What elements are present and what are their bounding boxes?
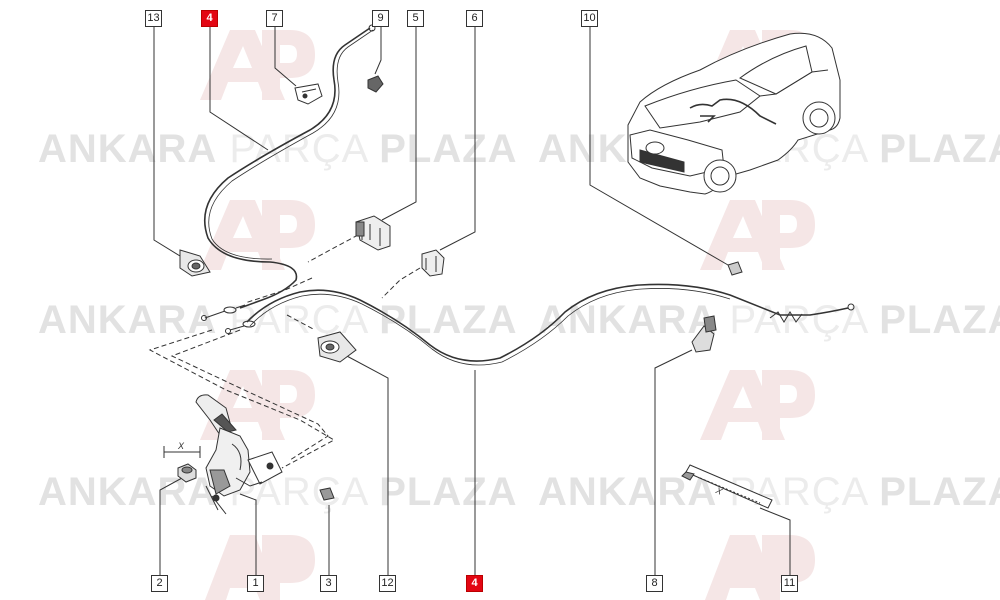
clip-10-icon: [727, 261, 743, 276]
clip-6-icon: [421, 249, 445, 277]
callout-11[interactable]: 11: [781, 575, 798, 592]
cable-upper: [204, 27, 371, 309]
callout-13[interactable]: 13: [145, 10, 162, 27]
watermark-text: ANKARA PARÇA PLAZA: [38, 470, 518, 514]
cable-tie-11-icon: [681, 464, 773, 509]
watermark-text: ANKARA PARÇA PLAZA: [538, 298, 1000, 342]
callout-8[interactable]: 8: [646, 575, 663, 592]
clip-3-icon: [319, 487, 335, 501]
car-illustration-icon: [627, 32, 841, 195]
callout-12[interactable]: 12: [379, 575, 396, 592]
callout-1[interactable]: 1: [247, 575, 264, 592]
callout-6[interactable]: 6: [466, 10, 483, 27]
dimension-label-x: X: [178, 441, 185, 451]
cable-upper-sheath: [208, 29, 374, 260]
assembly-dash-lines: [148, 234, 421, 469]
callout-7[interactable]: 7: [266, 10, 283, 27]
callout-10[interactable]: 10: [581, 10, 598, 27]
dimension-arrow: [163, 446, 201, 458]
callout-4-bottom[interactable]: 4: [466, 575, 483, 592]
leader-lines: [153, 27, 791, 575]
callout-2[interactable]: 2: [151, 575, 168, 592]
watermark-text: ANKARA PARÇA PLAZA: [538, 470, 1000, 514]
bracket-8-icon: [691, 315, 717, 353]
nut-2-icon: [177, 463, 197, 483]
cable-main: [246, 283, 849, 362]
callout-9[interactable]: 9: [372, 10, 389, 27]
bracket-7-icon: [294, 83, 323, 105]
grommet-12-icon: [317, 331, 357, 363]
cable-rear-end: [769, 303, 855, 323]
cable-end-fittings: [201, 304, 256, 334]
callout-3[interactable]: 3: [320, 575, 337, 592]
handbrake-lever-1-icon: [195, 394, 283, 515]
clip-9-icon: [367, 75, 384, 93]
cable-main-sheath: [249, 288, 731, 366]
watermark-text: ANKARA PARÇA PLAZA: [38, 127, 518, 171]
callout-4-top[interactable]: 4: [201, 10, 218, 27]
callout-5[interactable]: 5: [407, 10, 424, 27]
grommet-13-icon: [179, 249, 211, 277]
clip-5-icon: [355, 215, 391, 251]
watermark-text: ANKARA PARÇA PLAZA: [38, 298, 518, 342]
